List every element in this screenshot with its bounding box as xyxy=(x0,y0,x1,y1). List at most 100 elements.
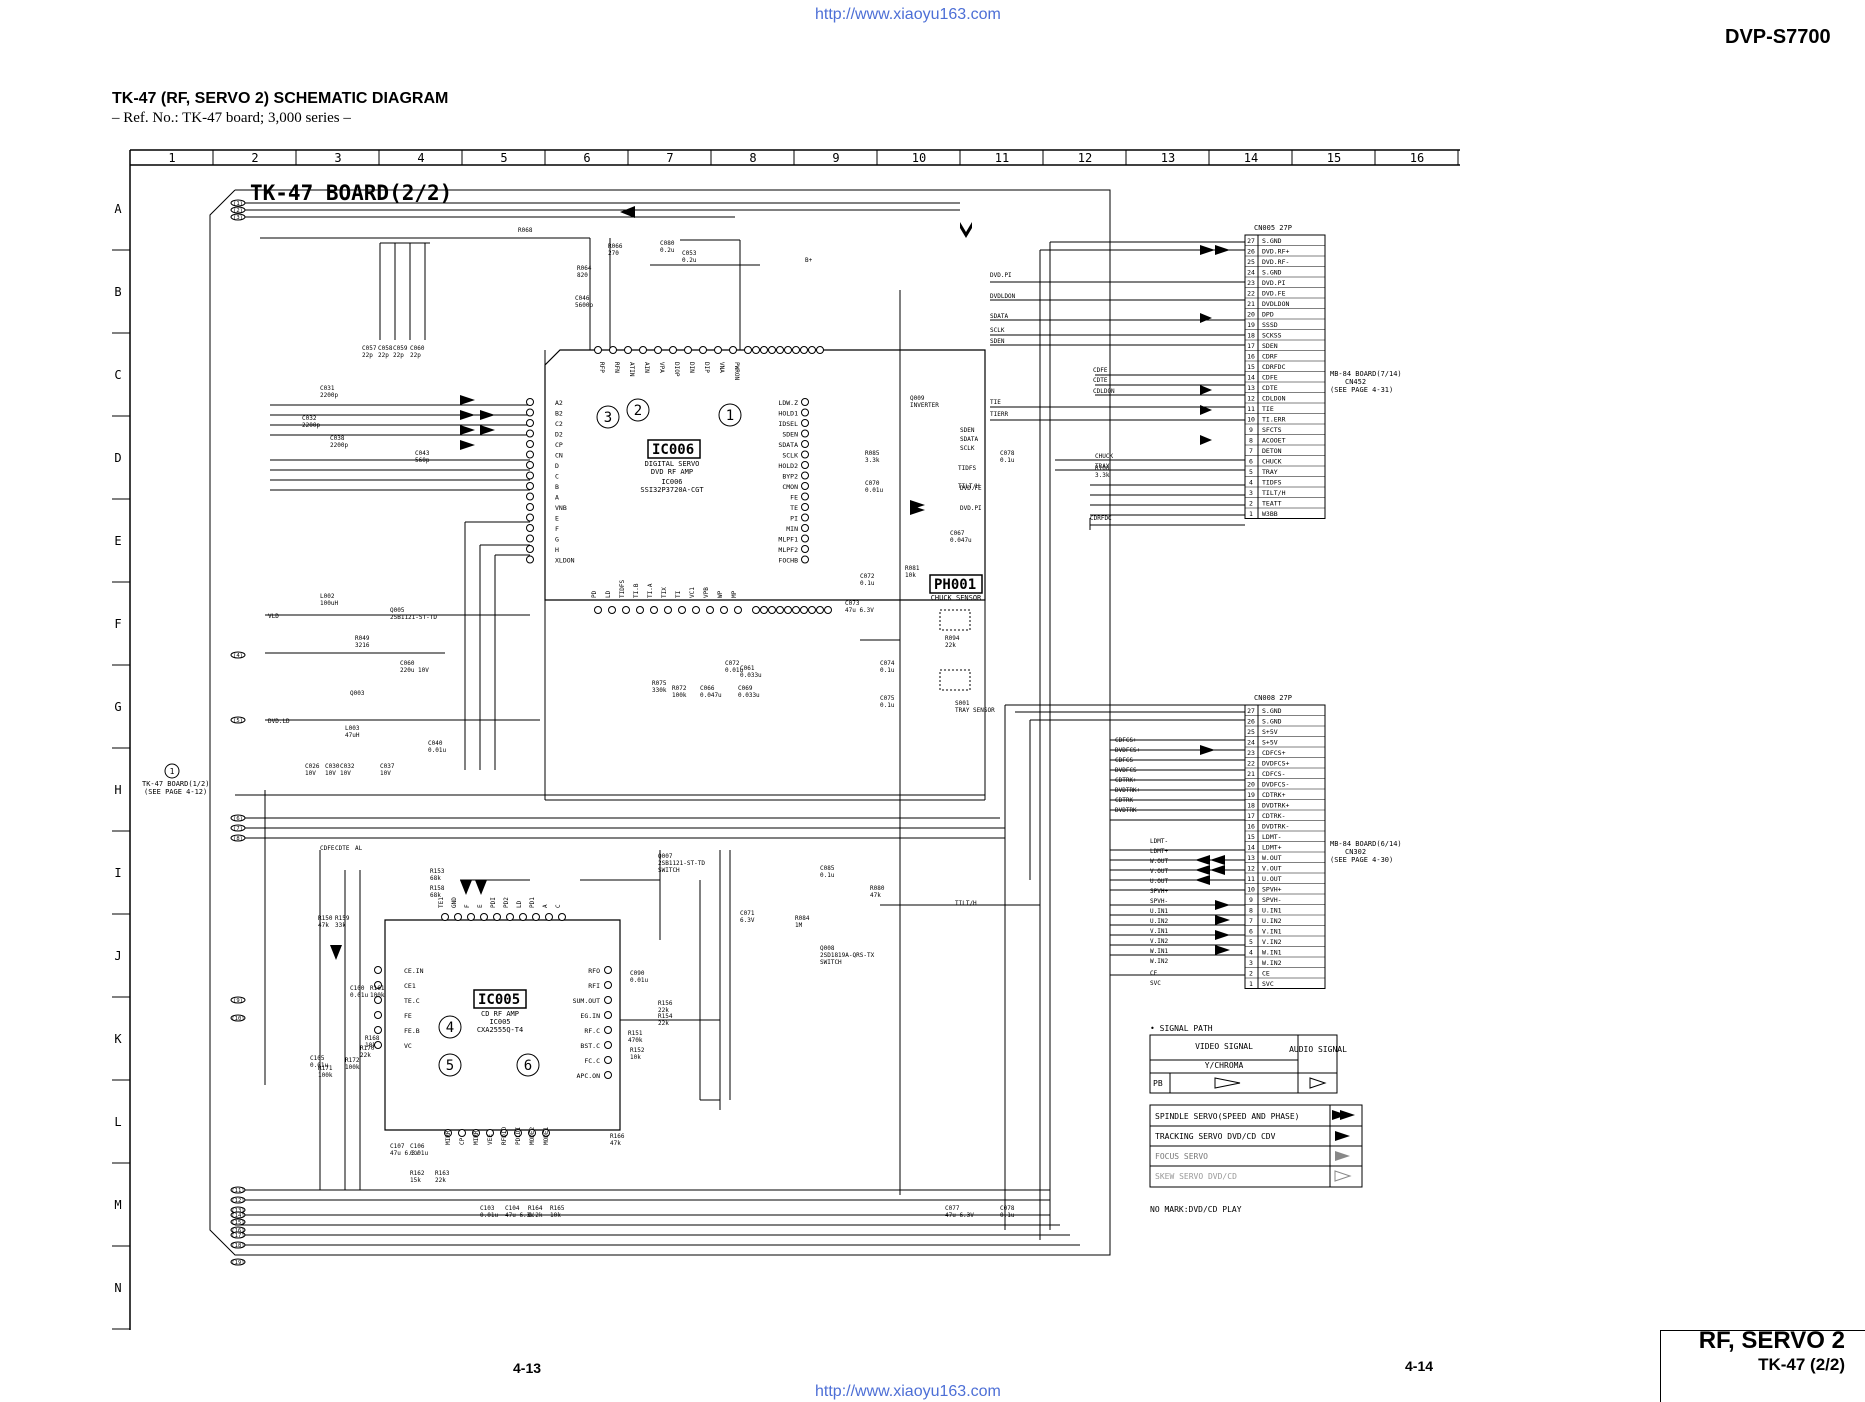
ic-pin xyxy=(526,429,534,438)
ic-pin xyxy=(545,913,553,921)
ic006-pin-label: H xyxy=(555,546,559,554)
ic-pin xyxy=(801,450,809,459)
left-net-label: (6) xyxy=(233,816,243,822)
connector-pin: 21 xyxy=(1247,300,1255,308)
connector-signal: DETON xyxy=(1262,447,1282,455)
cn005-board-ref: MB-84 BOARD(7/14) xyxy=(1330,370,1402,378)
ic-pin xyxy=(760,346,768,354)
ic-pin xyxy=(500,1129,508,1137)
top-url[interactable]: http://www.xiaoyu163.com xyxy=(815,6,1001,23)
net-terminal xyxy=(230,1014,246,1022)
ic-pin xyxy=(526,555,534,564)
model-number: DVP-S7700 xyxy=(1725,26,1831,48)
ic-pin xyxy=(801,461,809,469)
section-title: RF, SERVO 2 xyxy=(1698,1327,1845,1354)
ic006-pin-label: A xyxy=(555,494,559,502)
ic-pin xyxy=(729,346,737,354)
part-label: Q003 xyxy=(350,690,365,697)
row-label: A xyxy=(114,202,122,216)
ic-pin xyxy=(526,440,534,448)
ic006-pin-label: CMON xyxy=(782,483,798,491)
ic-pin xyxy=(801,482,809,490)
connector-pin: 3 xyxy=(1249,489,1253,497)
net-terminal xyxy=(230,1258,246,1266)
connector-pin: 18 xyxy=(1247,332,1255,340)
net-label: CHUCK xyxy=(1095,453,1113,460)
connector-signal: LDMT+ xyxy=(1262,844,1282,852)
connector-signal: CDTRK- xyxy=(1262,812,1285,820)
connector-pin: 1 xyxy=(1249,980,1253,988)
ic006-label: IC006 xyxy=(652,442,694,458)
ic-pin xyxy=(744,346,752,354)
connector-pin: 22 xyxy=(1247,290,1255,298)
column-label: 9 xyxy=(832,151,839,165)
ic006-pin-label: TE xyxy=(790,504,798,512)
footer-rule xyxy=(1660,1330,1865,1331)
connector-signal: CHUCK xyxy=(1262,458,1282,466)
page-number-left: 4-13 xyxy=(513,1360,542,1376)
ic-pin xyxy=(594,346,602,354)
column-label: 8 xyxy=(749,151,756,165)
footer-divider xyxy=(1660,1330,1661,1402)
connector-pin: 26 xyxy=(1247,248,1255,256)
grid-frame xyxy=(129,149,1460,1330)
legend-pb: PB xyxy=(1153,1079,1163,1088)
ic-pin xyxy=(604,1056,612,1064)
row-label: E xyxy=(114,534,121,548)
net-terminal xyxy=(230,834,246,842)
connector-signal: CDFCS+ xyxy=(1262,749,1286,757)
connector-pin: 9 xyxy=(1249,896,1253,904)
ic005-pin-label: FE xyxy=(404,1012,412,1020)
ic005-pin-label: PD1 xyxy=(529,897,536,908)
ic005-pin-label: VC xyxy=(404,1042,412,1050)
connector-body xyxy=(1244,234,1326,519)
connector-signal: SFCTS xyxy=(1262,426,1282,434)
connector-pin: 17 xyxy=(1247,342,1255,350)
ic006-pin-label: D2 xyxy=(555,431,563,439)
bottom-url[interactable]: http://www.xiaoyu163.com xyxy=(815,1383,1001,1400)
ic-pin xyxy=(374,1011,382,1019)
ic-pin xyxy=(608,606,616,614)
column-label: 7 xyxy=(666,151,673,165)
ic-pin xyxy=(654,346,662,354)
ic-pin xyxy=(792,606,800,614)
net-label: U.IN1 xyxy=(1150,908,1168,915)
net-terminal xyxy=(230,213,246,221)
ic006-pin-label: G xyxy=(555,536,559,544)
ic006 xyxy=(544,349,986,601)
ic005-pin-label: MIRR xyxy=(473,1130,480,1145)
ic-pin xyxy=(801,492,809,501)
ic-pin xyxy=(808,346,816,354)
ic006-pin-label: B2 xyxy=(555,410,563,418)
ic-pin xyxy=(526,524,534,532)
connector-pin: 19 xyxy=(1247,321,1255,329)
connector-pin: 12 xyxy=(1247,865,1255,873)
row-label: F xyxy=(114,617,121,631)
ic-pin xyxy=(526,534,534,543)
ic005-func: CD RF AMP xyxy=(481,1010,519,1018)
ic006-pin-label: ATIN xyxy=(628,362,635,377)
column-label: 2 xyxy=(251,151,258,165)
left-net-label: (4) xyxy=(233,653,243,659)
net-label: LDMT- xyxy=(1150,838,1168,845)
ic-pin xyxy=(760,606,768,614)
connector-signal: W.IN2 xyxy=(1262,959,1282,967)
